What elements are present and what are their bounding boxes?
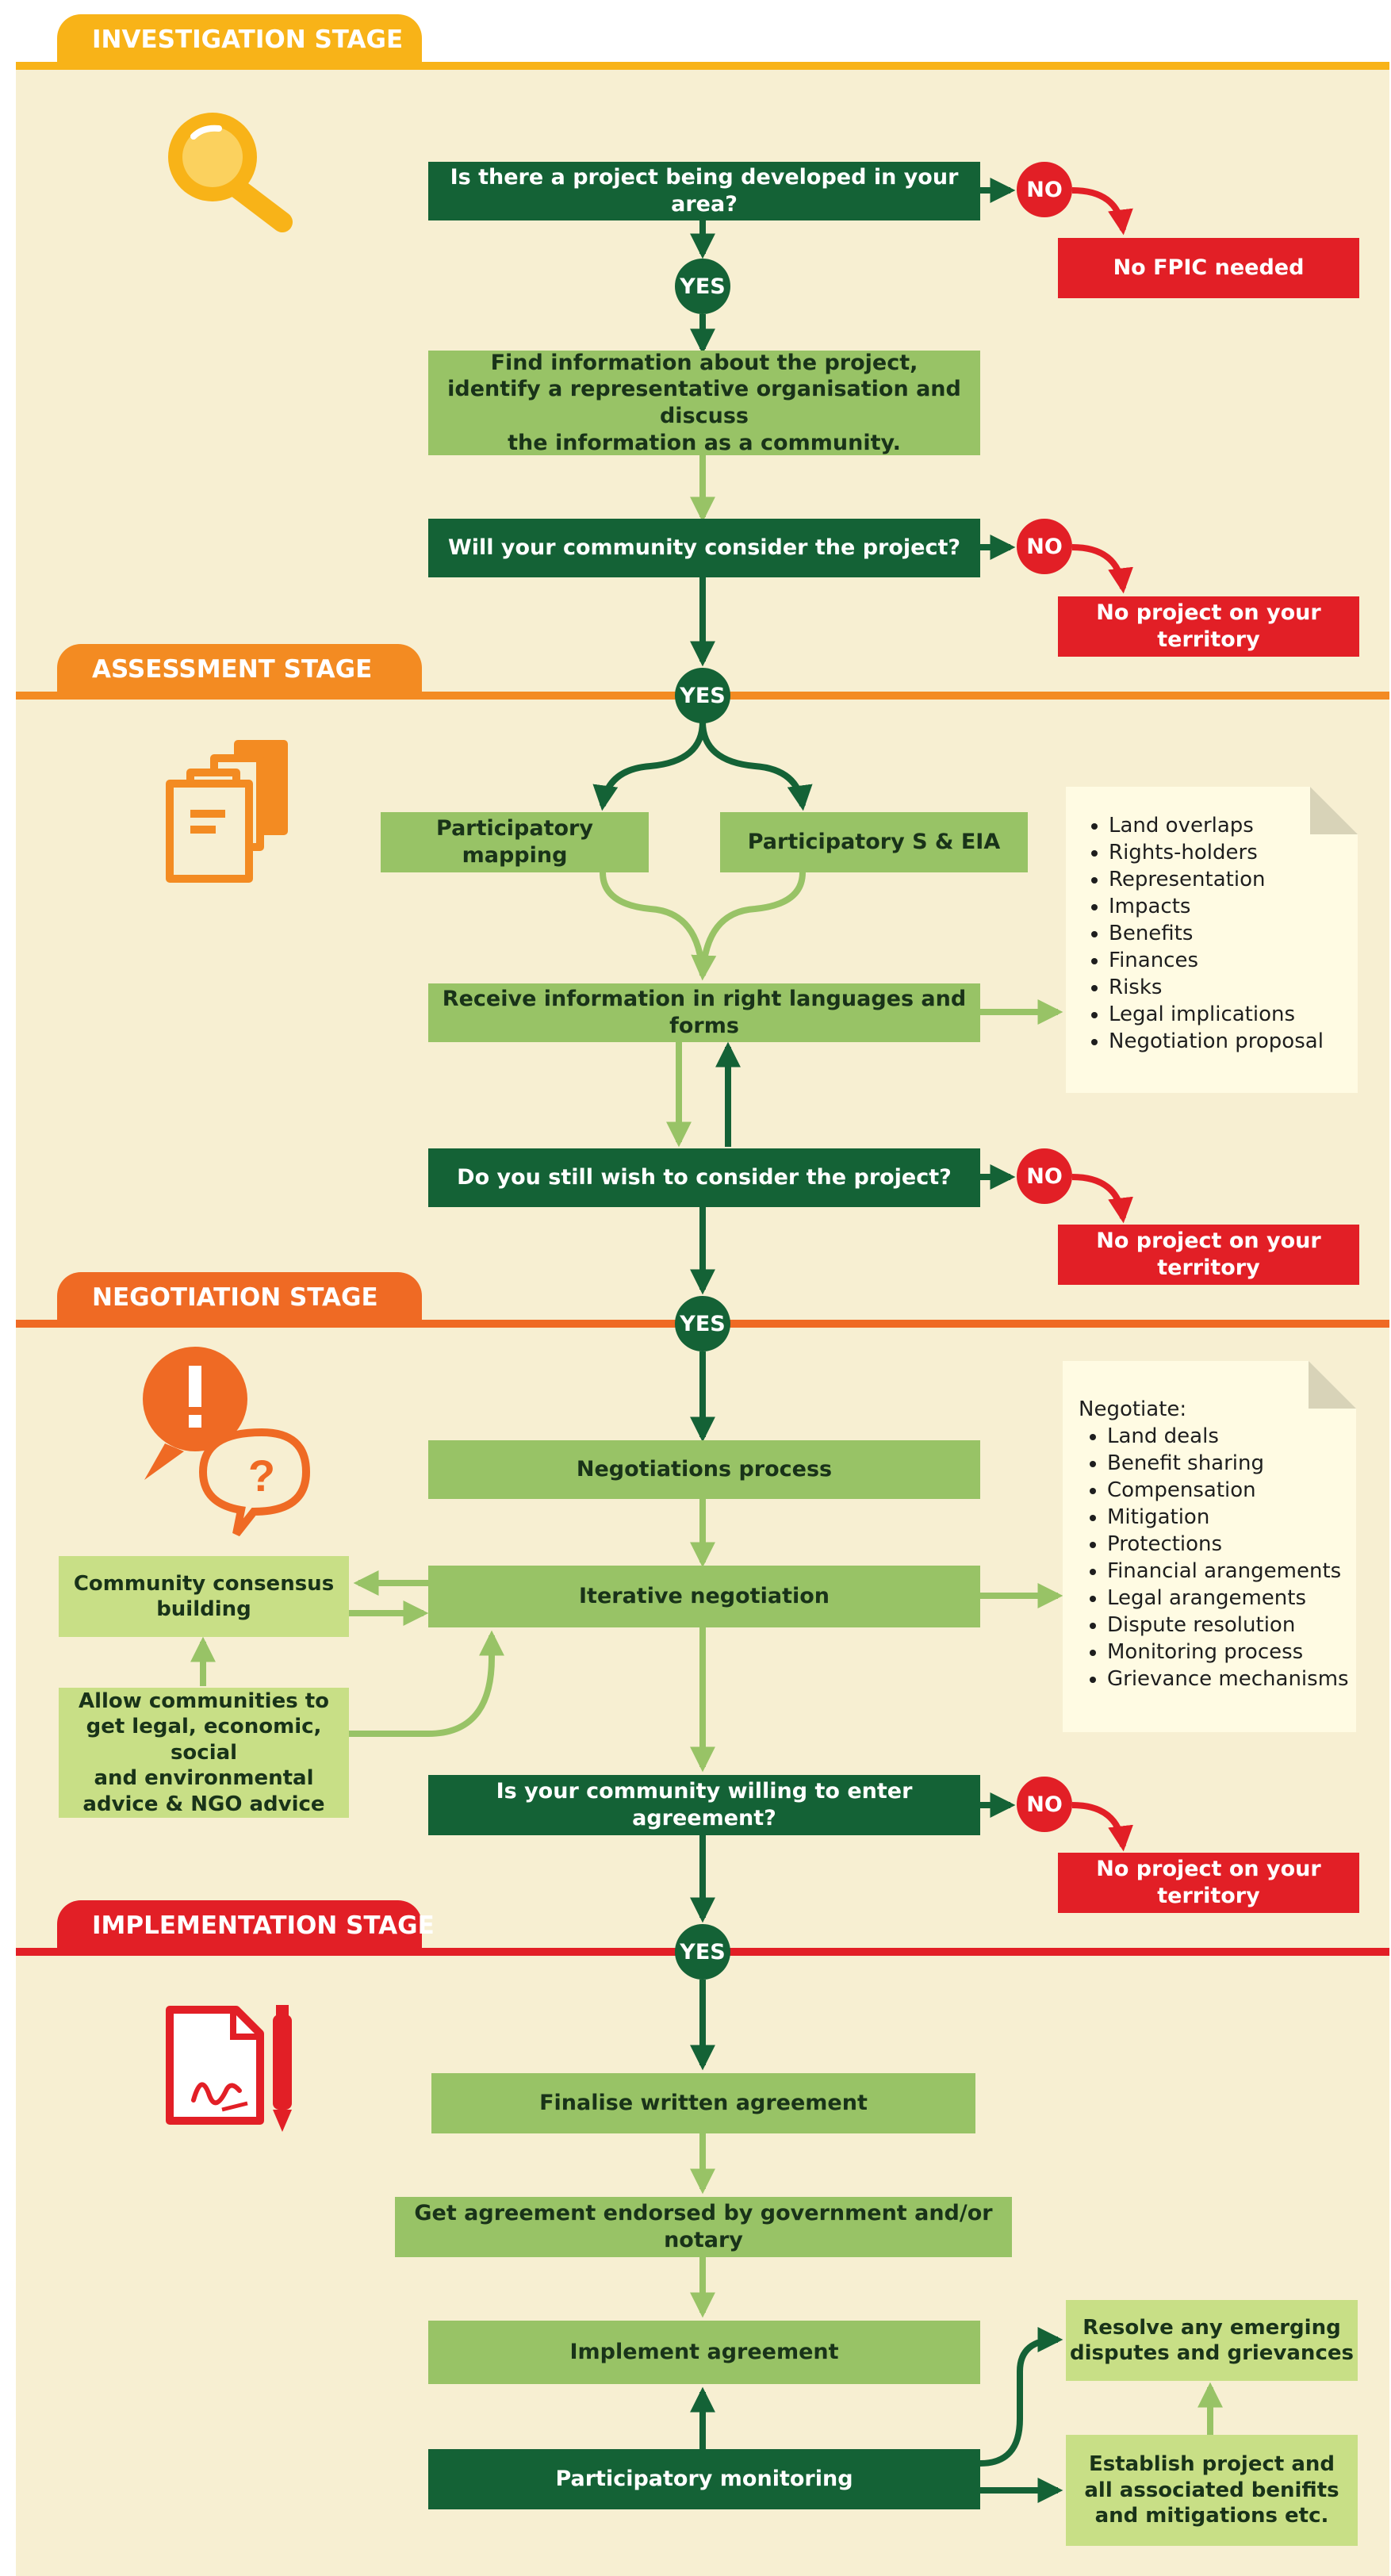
yes-marker: YES	[675, 259, 730, 314]
no-marker: NO	[1017, 519, 1072, 574]
list-item: Monitoring process	[1107, 1639, 1356, 1666]
list-item: Representation	[1109, 866, 1358, 893]
connector	[1071, 187, 1133, 236]
list-item: Rights-holders	[1109, 839, 1358, 866]
list-item: Grievance mechanisms	[1107, 1666, 1356, 1692]
participatory-seia-box: Participatory S & EIA	[720, 812, 1028, 872]
negotiate-topics: Land dealsBenefit sharingCompensationMit…	[1079, 1423, 1356, 1692]
question-consider-project: Will your community consider the project…	[428, 519, 980, 577]
list-item: Compensation	[1107, 1477, 1356, 1504]
question-still-consider: Do you still wish to consider the projec…	[428, 1148, 980, 1207]
list-item: Mitigation	[1107, 1504, 1356, 1531]
connector	[592, 721, 706, 811]
list-item: Legal implications	[1109, 1001, 1358, 1028]
yes-marker: YES	[675, 1296, 730, 1351]
assessment-stage-tab: ASSESSMENT STAGE	[57, 644, 422, 693]
connector	[1071, 544, 1133, 594]
connector	[1071, 1174, 1133, 1224]
investigation-stage-line	[16, 62, 1389, 70]
list-item: Land overlaps	[1109, 812, 1358, 839]
community-consensus-box: Community consensus building	[59, 1556, 349, 1637]
receive-information-box: Receive information in right languages a…	[428, 983, 980, 1042]
list-item: Protections	[1107, 1531, 1356, 1558]
establish-project-box: Establish project and all associated ben…	[1066, 2435, 1358, 2546]
list-item: Land deals	[1107, 1423, 1356, 1450]
no-project-box: No project on your territory	[1058, 1853, 1359, 1913]
list-item: Impacts	[1109, 893, 1358, 920]
question-project-in-area: Is there a project being developed in yo…	[428, 162, 980, 220]
list-item: Benefit sharing	[1107, 1450, 1356, 1477]
no-project-box: No project on your territory	[1058, 1225, 1359, 1285]
connector	[691, 872, 806, 981]
list-item: Legal arangements	[1107, 1585, 1356, 1612]
negotiate-note: Negotiate: Land dealsBenefit sharingComp…	[1063, 1361, 1356, 1732]
list-item: Benefits	[1109, 920, 1358, 947]
assessment-checklist: Land overlapsRights-holdersRepresentatio…	[1077, 812, 1358, 1055]
connector	[699, 721, 813, 811]
endorse-agreement-box: Get agreement endorsed by government and…	[395, 2197, 1012, 2257]
list-item: Dispute resolution	[1107, 1612, 1356, 1639]
no-fpic-needed-box: No FPIC needed	[1058, 238, 1359, 298]
negotiation-stage-tab: NEGOTIATION STAGE	[57, 1272, 422, 1321]
negotiations-process-box: Negotiations process	[428, 1440, 980, 1499]
participatory-monitoring-box: Participatory monitoring	[428, 2449, 980, 2509]
assessment-checklist-note: Land overlapsRights-holdersRepresentatio…	[1066, 787, 1358, 1093]
negotiate-title: Negotiate:	[1079, 1397, 1187, 1421]
no-project-box: No project on your territory	[1058, 596, 1359, 657]
iterative-negotiation-box: Iterative negotiation	[428, 1566, 980, 1627]
finalise-agreement-box: Finalise written agreement	[431, 2073, 975, 2133]
list-item: Negotiation proposal	[1109, 1028, 1358, 1055]
connector	[1071, 1802, 1133, 1852]
connector	[600, 872, 706, 976]
no-marker: NO	[1017, 1148, 1072, 1204]
no-marker: NO	[1017, 162, 1072, 217]
question-enter-agreement: Is your community willing to enter agree…	[428, 1775, 980, 1835]
list-item: Finances	[1109, 947, 1358, 974]
no-marker: NO	[1017, 1777, 1072, 1832]
connector	[979, 2327, 1063, 2467]
yes-marker: YES	[675, 668, 730, 723]
yes-marker: YES	[675, 1924, 730, 1980]
list-item: Financial arangements	[1107, 1558, 1356, 1585]
list-item: Risks	[1109, 974, 1358, 1001]
implement-agreement-box: Implement agreement	[428, 2321, 980, 2384]
advice-box: Allow communities to get legal, economic…	[59, 1688, 349, 1818]
participatory-mapping-box: Participatory mapping	[381, 812, 649, 872]
connector	[349, 1630, 504, 1737]
find-information-box: Find information about the project, iden…	[428, 351, 980, 455]
investigation-stage-tab: INVESTIGATION STAGE	[57, 14, 422, 63]
implementation-stage-tab: IMPLEMENTATION STAGE	[57, 1900, 435, 1949]
resolve-disputes-box: Resolve any emerging disputes and grieva…	[1066, 2300, 1358, 2381]
